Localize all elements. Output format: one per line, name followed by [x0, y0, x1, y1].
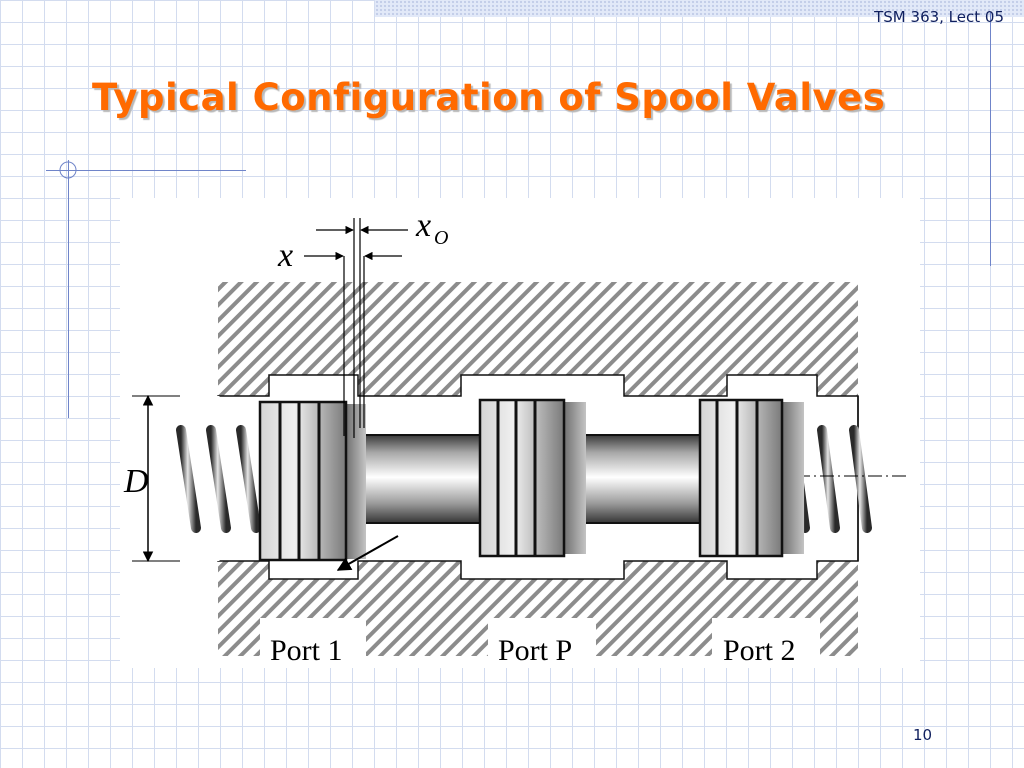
port-label-boxes: [260, 618, 820, 668]
label-x-o-subscript: O: [434, 227, 448, 249]
spool-shaft-right: [562, 434, 704, 524]
port-label-2: Port 2: [723, 634, 796, 667]
slide-right-rule: [990, 12, 991, 266]
header-band: [375, 0, 1024, 17]
spool-valve-diagram: D x x O Port 1 Port P Port 2: [120, 198, 920, 668]
slide-title-underline: [46, 170, 246, 171]
spool-land-left: [258, 400, 366, 562]
label-d: D: [123, 463, 149, 500]
lecture-header: TSM 363, Lect 05: [874, 8, 1004, 26]
slide-title: Typical Configuration of Spool Valves: [92, 76, 886, 119]
slide-left-rule: [68, 160, 69, 418]
label-x-o: x: [415, 207, 431, 244]
port-label-1: Port 1: [270, 634, 343, 667]
dimension-d: [132, 394, 180, 563]
page-number: 10: [913, 726, 933, 744]
left-spring: [176, 425, 261, 533]
opening-dimensions: [304, 218, 408, 438]
label-x: x: [277, 237, 293, 274]
spool-land-middle: [478, 398, 586, 558]
leakage-arrow: [336, 535, 399, 571]
port-label-p: Port P: [498, 634, 572, 667]
spool-land-right: [698, 398, 804, 558]
corner-ornament-icon: [59, 161, 77, 179]
